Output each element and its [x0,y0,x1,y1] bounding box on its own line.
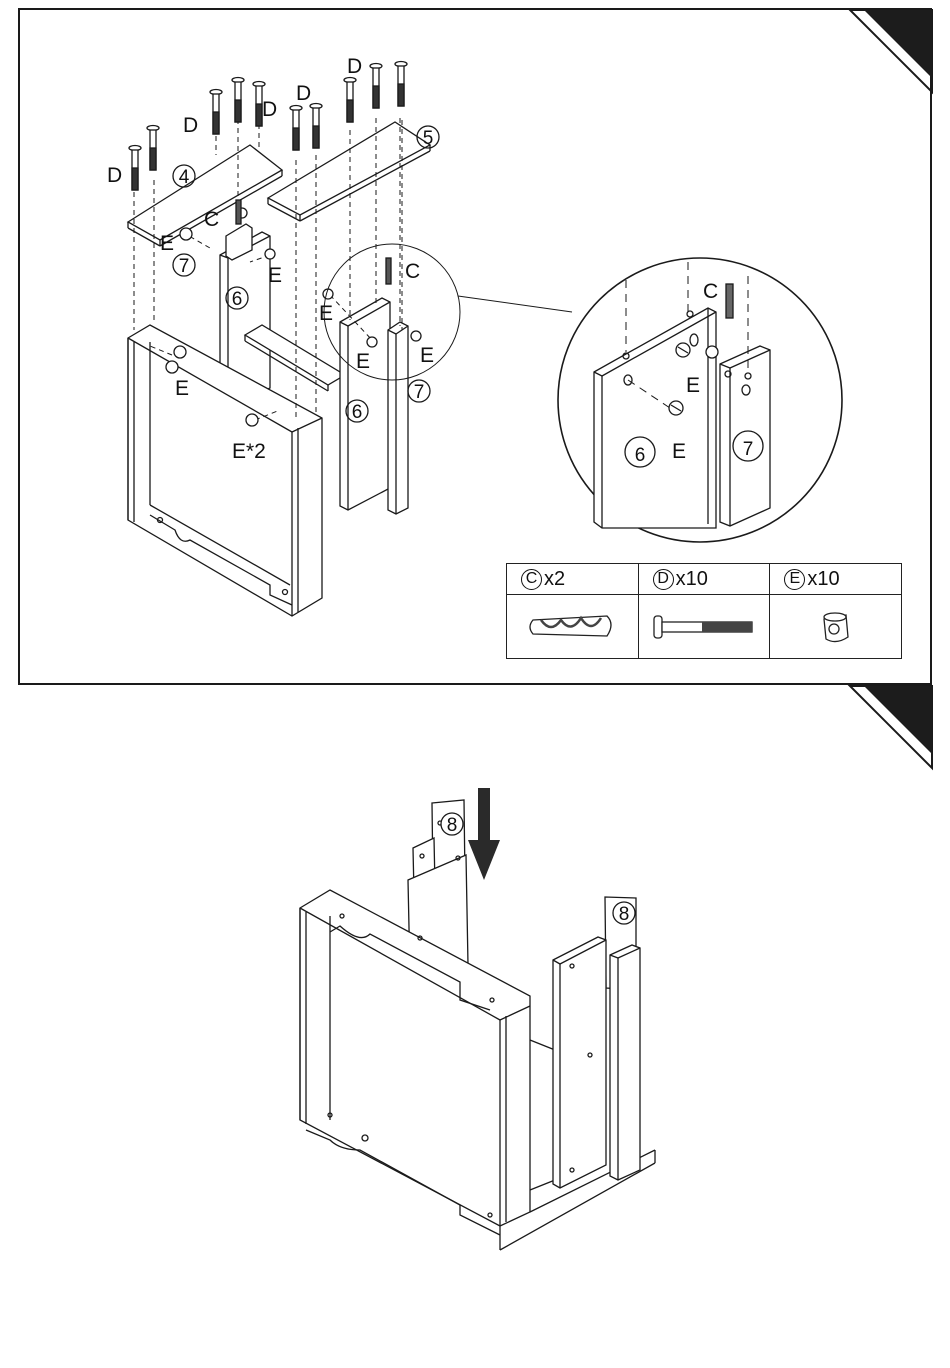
detail-label-e: E [686,374,700,397]
legend-qty-e: x10 [807,568,839,591]
bolt-label-d: D [262,98,277,121]
cam-label-e: E [420,344,434,367]
bolt-label-d: D [347,55,362,78]
detail-label-c: C [703,280,718,303]
svg-text:8: 8 [619,904,630,925]
detail-label-e: E [672,440,686,463]
svg-text:4: 4 [179,167,190,188]
step-corner-tab-1 [850,10,932,92]
bolt-label-d: D [183,114,198,137]
svg-text:6: 6 [635,445,646,466]
bolt-label-d: D [296,82,311,105]
down-arrow-icon [468,788,500,880]
svg-text:7: 7 [743,439,754,460]
cam-label-e: E [160,232,174,255]
cam-lock-icon [816,607,856,647]
svg-text:7: 7 [414,382,425,403]
cam-label-e-2: E*2 [232,440,266,463]
svg-text:8: 8 [447,815,458,836]
svg-text:7: 7 [179,256,190,277]
svg-text:6: 6 [352,402,363,423]
svg-text:5: 5 [423,128,434,149]
bolt-label-d: D [107,164,122,187]
svg-text:6: 6 [232,289,243,310]
dowel-label-c: C [204,208,219,231]
connector-bolt-icon [652,612,756,642]
cam-label-e: E [175,377,189,400]
cam-label-e: E [268,264,282,287]
dowel-label-c: C [405,260,420,283]
step-2-assembly-view [300,800,655,1250]
cam-label-e: E [356,350,370,373]
cam-label-e: E [319,302,333,325]
legend-qty-c: x2 [544,568,565,591]
step-corner-tab-2 [850,686,932,768]
step-1-exploded-view [128,62,842,617]
wooden-dowel-icon [527,612,617,642]
legend-qty-d: x10 [676,568,708,591]
